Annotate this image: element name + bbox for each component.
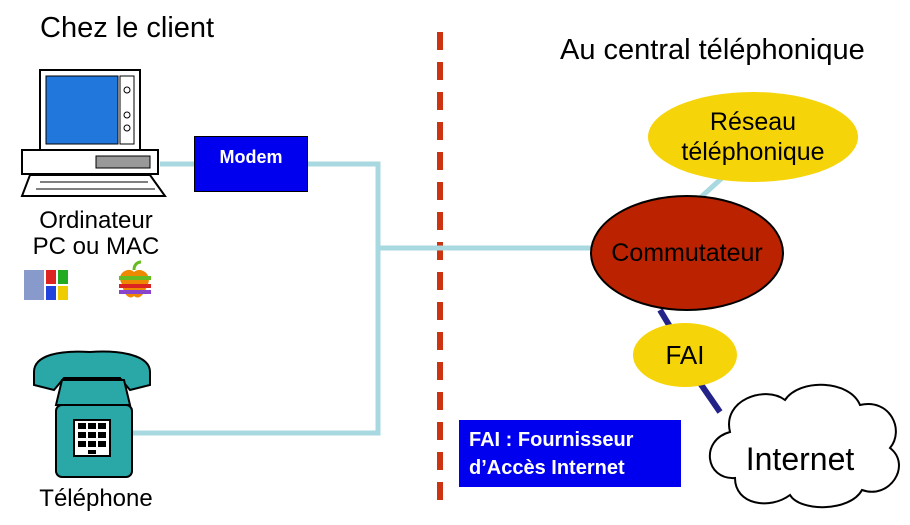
computer-label-line1: Ordinateur <box>39 207 153 234</box>
cloud-icon <box>708 383 900 509</box>
fai-legend-line1: FAI : Fournisseur <box>469 429 634 451</box>
reseau-node <box>648 92 858 182</box>
telephone-icon <box>33 350 151 478</box>
central-office-heading: Au central téléphonique <box>560 34 865 66</box>
reseau-label-line2: téléphonique <box>681 138 825 166</box>
fai-legend-line2: d’Accès Internet <box>469 457 625 479</box>
commutateur-label: Commutateur <box>611 239 763 267</box>
modem-label: Modem <box>219 147 283 167</box>
internet-label: Internet <box>745 441 855 477</box>
reseau-label-line1: Réseau <box>709 108 797 136</box>
client-side-heading: Chez le client <box>40 12 215 44</box>
telephone-label: Téléphone <box>39 485 153 512</box>
fai-node <box>633 323 737 387</box>
computer-label: Ordinateur PC ou MAC <box>16 208 176 260</box>
fai-legend-box: FAI : Fournisseur d’Accès Internet <box>459 420 681 487</box>
reseau-label: Réseau téléphonique <box>653 107 853 167</box>
computer-icon <box>20 69 167 197</box>
fai-label: FAI <box>665 340 705 370</box>
windows-logo-icon <box>24 270 68 300</box>
apple-logo-icon <box>119 260 151 298</box>
commutateur-node <box>590 195 784 311</box>
computer-label-line2: PC ou MAC <box>32 233 160 260</box>
phone-lines <box>130 161 724 436</box>
modem-box: Modem <box>194 136 308 192</box>
